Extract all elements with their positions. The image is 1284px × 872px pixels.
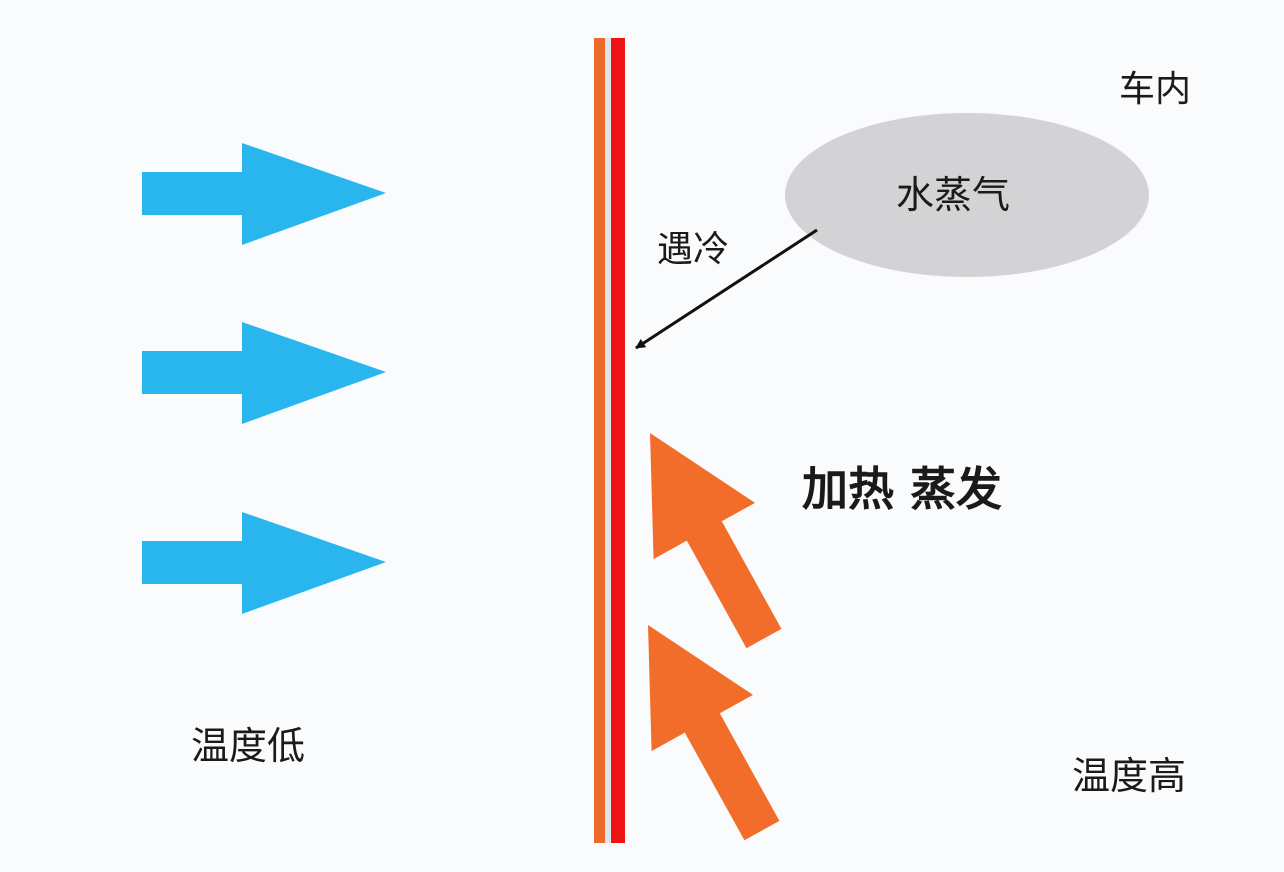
car-interior-label: 车内	[1119, 69, 1192, 110]
cold-air-arrows	[142, 143, 386, 614]
cold-arrow-1	[142, 143, 386, 245]
cold-arrow-3	[142, 512, 386, 614]
heat-evaporate-label: 加热 蒸发	[802, 462, 1003, 516]
water-vapor-label: 水蒸气	[896, 173, 1011, 217]
heat-arrow-1	[650, 433, 782, 649]
condensation-arrow	[635, 228, 818, 350]
low-temperature-label: 温度低	[191, 724, 306, 768]
glass-inner-layer	[611, 38, 625, 843]
glass-outer-layer	[594, 38, 605, 843]
water-vapor-cloud	[785, 113, 1149, 277]
heat-arrow-2	[648, 625, 780, 841]
meets-cold-label: 遇冷	[657, 229, 730, 270]
heat-arrows	[648, 433, 782, 841]
glass-gap	[605, 38, 611, 843]
high-temperature-label: 温度高	[1072, 754, 1187, 798]
cold-arrow-2	[142, 322, 386, 424]
